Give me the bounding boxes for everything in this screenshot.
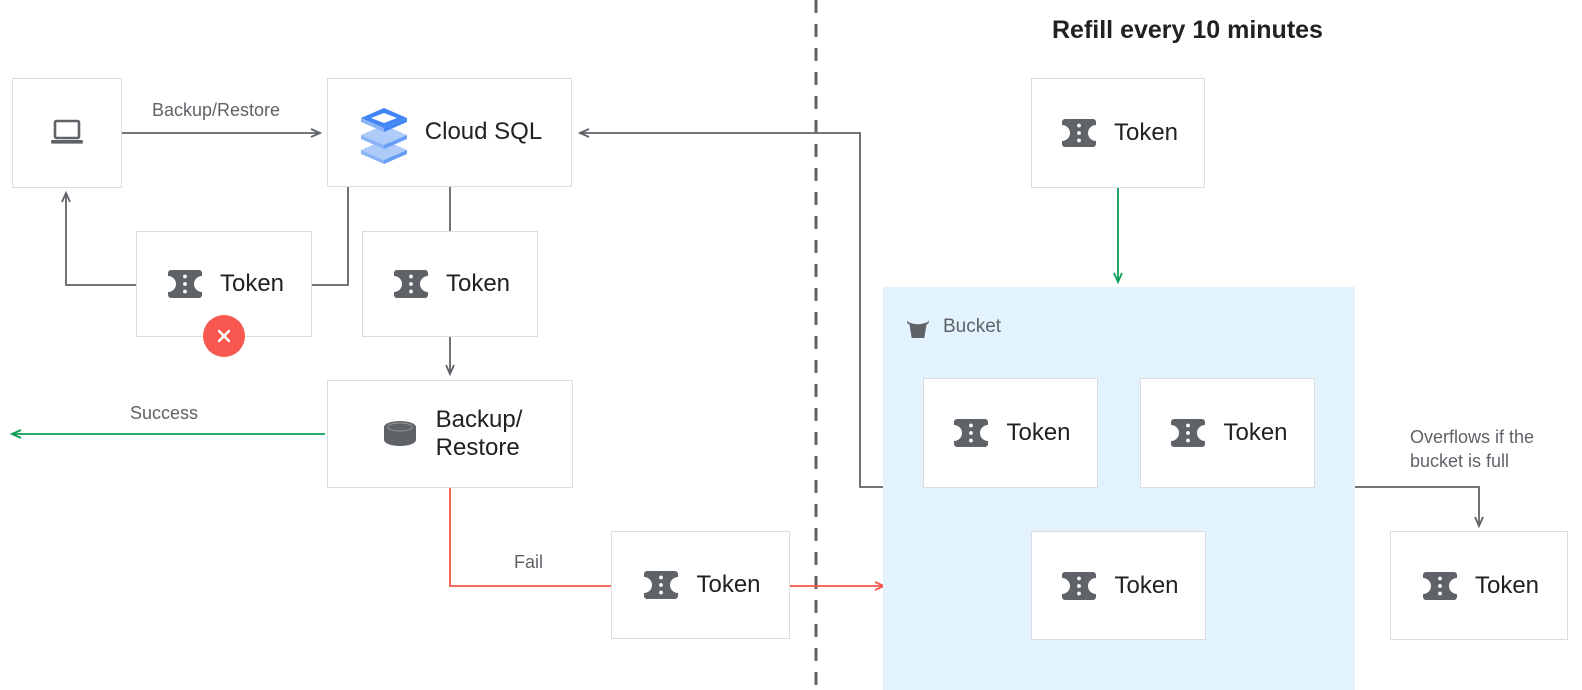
node-backup-restore[interactable]: Backup/ Restore [327,380,573,488]
token-icon [950,415,992,451]
error-x-badge [203,315,245,357]
token-icon [164,266,206,302]
token-label: Token [1113,119,1179,146]
token-label: Token [1006,419,1071,446]
token-icon [1419,568,1461,604]
bucket-header: Bucket [903,312,1001,342]
node-token-overflow[interactable]: Token [1390,531,1568,640]
node-token-fail[interactable]: Token [611,531,790,639]
bucket-icon [903,312,933,342]
node-token-bucket-1[interactable]: Token [923,378,1098,488]
node-cloud-sql[interactable]: Cloud SQL [327,78,572,187]
page-title: Refill every 10 minutes [1052,16,1323,44]
cloud-sql-label: Cloud SQL [424,118,543,146]
token-label: Token [1114,571,1179,599]
edge-label-overflow: Overflows if the bucket is full [1410,427,1535,472]
node-token-bucket-3[interactable]: Token [1031,531,1206,640]
database-icon [378,415,422,453]
edge-label-fail: Fail [514,552,544,572]
token-icon [390,266,432,302]
node-token-bucket-2[interactable]: Token [1140,378,1315,488]
laptop-icon [47,116,87,150]
edge-overflow-path [1355,486,1479,526]
node-token-refill[interactable]: Token [1031,78,1205,188]
token-icon [1058,115,1100,151]
edge-bucket-to-cloudsql [580,133,883,488]
edge-label-success: Success [130,403,199,423]
token-icon [640,567,682,603]
token-label: Token [445,270,511,297]
edge-label-backup-restore: Backup/Restore [152,100,281,120]
token-icon [1058,568,1100,604]
token-label: Token [219,270,285,297]
bucket-label: Bucket [943,316,1002,337]
cloud-sql-icon [357,102,411,164]
backup-restore-label: Backup/ Restore [435,405,523,461]
token-icon [1167,415,1209,451]
node-token-consumed[interactable]: Token [362,231,538,337]
token-label: Token [1223,419,1288,446]
node-client[interactable] [12,78,122,188]
node-token-rejected[interactable]: Token [136,231,312,337]
token-label: Token [696,571,761,598]
token-label: Token [1474,571,1540,599]
